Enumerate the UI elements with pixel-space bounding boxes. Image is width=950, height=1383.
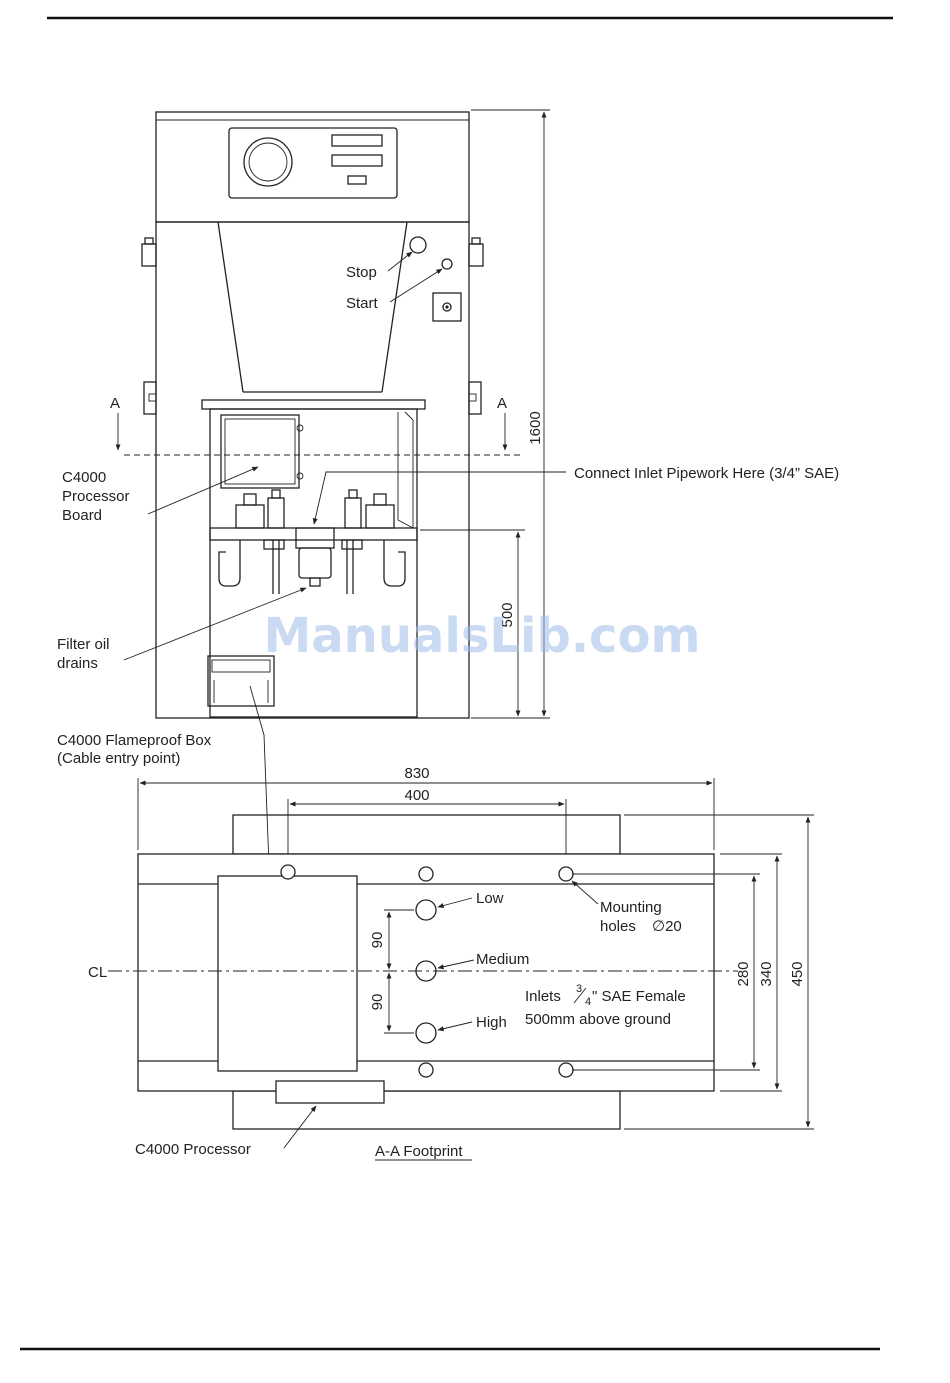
dim-90-lower: 90 — [369, 994, 386, 1011]
section-mark-left: A — [110, 395, 120, 412]
dim-width: 830 — [404, 765, 429, 782]
processor-board-label-2: Processor — [62, 488, 130, 505]
right-handle — [469, 382, 481, 414]
cabinet-elevation — [118, 110, 566, 892]
dim-total-height: 1600 — [527, 411, 544, 444]
display-window-2 — [332, 155, 382, 166]
inlets-frac-den: 4 — [585, 996, 591, 1008]
flameproof-label-1: C4000 Flameproof Box — [57, 732, 212, 749]
inlets-label-b: " SAE Female — [592, 988, 686, 1005]
start-label: Start — [346, 295, 379, 312]
manifold-plate — [210, 528, 417, 540]
solenoid-valve-1 — [236, 505, 264, 528]
inlets-label-a: Inlets — [525, 988, 561, 1005]
display-window-3 — [348, 176, 366, 184]
processor-board-label-1: C4000 — [62, 469, 106, 486]
mounting-hole-icon — [559, 867, 573, 881]
inlet-note: Connect Inlet Pipework Here (3/4” SAE) — [574, 465, 839, 482]
filter-bowl — [299, 548, 331, 578]
flameproof-label-2: (Cable entry point) — [57, 750, 180, 767]
inlets-frac-num: 3 — [576, 983, 582, 995]
display-window-1 — [332, 135, 382, 146]
stop-button-icon — [410, 237, 426, 253]
dim-holes: 400 — [404, 787, 429, 804]
control-panel — [229, 128, 397, 198]
base-top-plinth — [233, 815, 620, 854]
high-label: High — [476, 1014, 507, 1031]
left-handle — [144, 382, 156, 414]
medium-label: Medium — [476, 951, 529, 968]
mounting-diameter: ∅20 — [652, 918, 682, 935]
dim-280: 280 — [735, 961, 752, 986]
compartment-lip — [202, 400, 425, 409]
dim-340: 340 — [758, 961, 775, 986]
flameproof-box-plan — [218, 876, 357, 1071]
solenoid-valve-2 — [366, 505, 394, 528]
mounting-hole-icon — [419, 1063, 433, 1077]
dim-90-upper: 90 — [369, 932, 386, 949]
mounting-label-2: holes — [600, 918, 636, 935]
mounting-hole-icon — [419, 867, 433, 881]
watermark: ManualsLib.com — [264, 608, 701, 664]
centerline-mark: CL — [88, 964, 107, 981]
section-mark-right: A — [497, 395, 507, 412]
left-lift-lug — [142, 244, 156, 266]
mounting-hole-icon — [559, 1063, 573, 1077]
filter-label-1: Filter oil — [57, 636, 110, 653]
processor-plan — [276, 1081, 384, 1103]
stop-label: Stop — [346, 264, 377, 281]
processor-label: C4000 Processor — [135, 1141, 251, 1158]
right-lift-lug — [469, 244, 483, 266]
dim-450: 450 — [789, 961, 806, 986]
mounting-label-1: Mounting — [600, 899, 662, 916]
start-button-icon — [442, 259, 452, 269]
footprint-title: A-A Footprint — [375, 1143, 463, 1160]
mounting-hole-icon — [281, 865, 295, 879]
dial-gauge-icon — [244, 138, 292, 186]
processor-board-label-3: Board — [62, 507, 102, 524]
inlet-high-icon — [416, 1023, 436, 1043]
filter-head — [296, 528, 334, 548]
low-label: Low — [476, 890, 504, 907]
footprint-plan — [108, 778, 814, 1160]
inlet-low-icon — [416, 900, 436, 920]
filter-label-2: drains — [57, 655, 98, 672]
inlets-label-2: 500mm above ground — [525, 1011, 671, 1028]
processor-board — [221, 415, 299, 488]
